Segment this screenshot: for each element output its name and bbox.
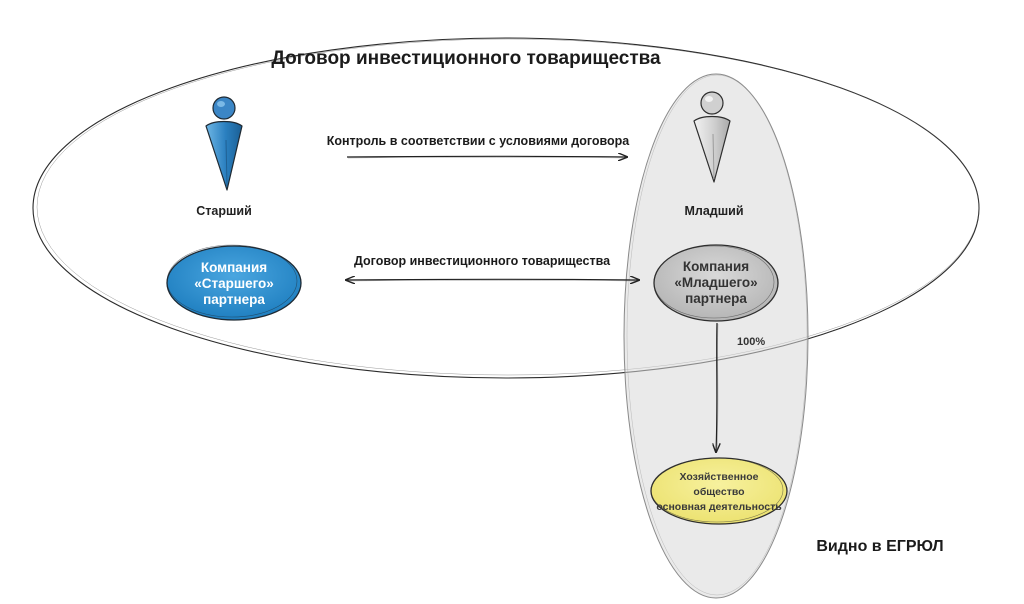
junior-person-icon (693, 91, 731, 183)
ownership-arrow (716, 322, 718, 452)
senior-company-line-1: Компания (201, 260, 267, 275)
business-line-1: Хозяйственное (679, 471, 758, 483)
register-visibility-label: Видно в ЕГРЮЛ (816, 538, 943, 555)
contract-arrow (346, 279, 639, 281)
control-arrow-label: Контроль в соответствии с условиями дого… (327, 134, 631, 148)
senior-company-line-3: партнера (203, 292, 265, 307)
contract-arrow-label: Договор инвестиционного товарищества (354, 254, 611, 268)
business-line-3: основная деятельность (656, 501, 782, 513)
junior-company-line-3: партнера (685, 291, 747, 306)
junior-label: Младший (684, 204, 743, 218)
junior-company-line-1: Компания (683, 259, 749, 274)
junior-company-node: Компания «Младшего» партнера (653, 244, 779, 322)
senior-company-node: Компания «Старшего» партнера (166, 244, 302, 321)
senior-person-icon (205, 96, 243, 191)
diagram-title: Договор инвестиционного товарищества (271, 48, 661, 69)
contract-boundary-ellipse (32, 37, 980, 379)
business-company-node: Хозяйственное общество основная деятельн… (650, 457, 788, 525)
ownership-percent-label: 100% (737, 336, 765, 348)
business-line-2: общество (693, 486, 744, 498)
senior-label: Старший (196, 204, 252, 218)
control-arrow (346, 156, 627, 158)
senior-company-line-2: «Старшего» (194, 276, 274, 291)
junior-company-line-2: «Младшего» (674, 275, 757, 290)
